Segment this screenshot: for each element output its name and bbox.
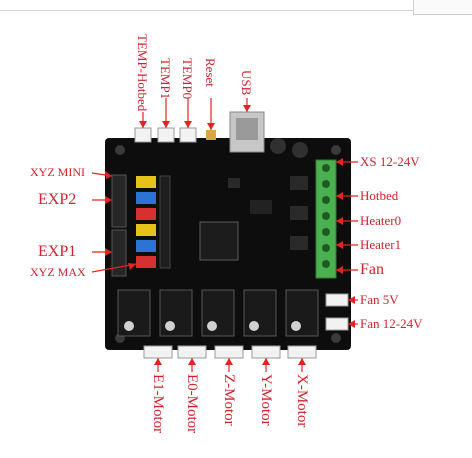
crystal xyxy=(228,178,240,188)
exp2-header xyxy=(112,175,126,227)
arrowhead-usb xyxy=(243,105,251,112)
pin-header-strip xyxy=(160,176,170,268)
mosfet-heater1 xyxy=(290,236,308,250)
mosfet-heater0 xyxy=(290,206,308,220)
endstop-blue-2 xyxy=(136,240,156,252)
label-xs-12-24v: XS 12-24V xyxy=(360,155,420,168)
label-fan: Fan xyxy=(360,262,384,278)
label-temp1: TEMP1 xyxy=(159,58,172,99)
label-hotbed: Hotbed xyxy=(360,189,398,202)
label-temp-hotbed: TEMP-Hotbed xyxy=(136,34,149,111)
stepper-driver-e0 xyxy=(160,290,192,336)
reset-button xyxy=(206,130,216,140)
fan-12-24v-connector xyxy=(326,318,348,330)
capacitor-2 xyxy=(292,142,308,158)
mount-hole-bottom-right xyxy=(331,333,341,343)
label-y-motor: Y-Motor xyxy=(258,374,273,426)
arrowhead-z xyxy=(225,358,233,365)
temp1-connector xyxy=(158,128,174,142)
e1-motor-connector xyxy=(144,346,172,358)
mosfet-hotbed xyxy=(290,176,308,190)
endstop-yellow-2 xyxy=(136,224,156,236)
label-x-motor: X-Motor xyxy=(294,374,309,427)
capacitor-1 xyxy=(270,138,286,154)
component-block xyxy=(250,200,272,214)
label-e1-motor: E1-Motor xyxy=(150,374,165,433)
stepper-driver-y xyxy=(244,290,276,336)
arrowhead-x xyxy=(298,358,306,365)
temp-hotbed-connector xyxy=(135,128,151,142)
label-reset: Reset xyxy=(204,58,217,87)
endstop-yellow-1 xyxy=(136,176,156,188)
stepper-driver-x xyxy=(286,290,318,336)
label-usb: USB xyxy=(240,70,253,95)
mount-hole-top-right xyxy=(331,145,341,155)
label-heater1: Heater1 xyxy=(360,238,401,251)
stepper-driver-z xyxy=(202,290,234,336)
stepper-driver-e1 xyxy=(118,290,150,336)
endstop-red-2 xyxy=(136,256,156,268)
label-fan-12-24v: Fan 12-24V xyxy=(360,317,422,330)
y-motor-connector xyxy=(252,346,280,358)
arrowhead-temp1 xyxy=(162,121,170,128)
label-xyz-mini: XYZ MINI xyxy=(30,166,85,178)
endstop-blue-1 xyxy=(136,192,156,204)
label-fan-5v: Fan 5V xyxy=(360,293,399,306)
z-motor-connector xyxy=(215,346,243,358)
label-heater0: Heater0 xyxy=(360,214,401,227)
usb-port-inner xyxy=(236,118,258,140)
arrowhead-temp-hotbed xyxy=(139,121,147,128)
temp0-connector xyxy=(180,128,196,142)
arrowhead-e1 xyxy=(154,358,162,365)
mcu-chip xyxy=(200,222,238,260)
x-motor-connector xyxy=(288,346,316,358)
endstop-red-1 xyxy=(136,208,156,220)
label-e0-motor: E0-Motor xyxy=(184,374,199,433)
e0-motor-connector xyxy=(178,346,206,358)
label-xyz-max: XYZ MAX xyxy=(30,266,86,278)
fan-5v-connector xyxy=(326,294,348,306)
arrowhead-e0 xyxy=(188,358,196,365)
label-temp0: TEMP0 xyxy=(181,58,194,99)
arrowhead-temp0 xyxy=(184,121,192,128)
exp1-header xyxy=(112,230,126,276)
label-exp1: EXP1 xyxy=(38,244,76,260)
arrowhead-reset xyxy=(207,123,215,130)
arrowhead-y xyxy=(262,358,270,365)
mount-hole-top-left xyxy=(115,145,125,155)
label-z-motor: Z-Motor xyxy=(221,374,236,426)
label-exp2: EXP2 xyxy=(38,192,76,208)
